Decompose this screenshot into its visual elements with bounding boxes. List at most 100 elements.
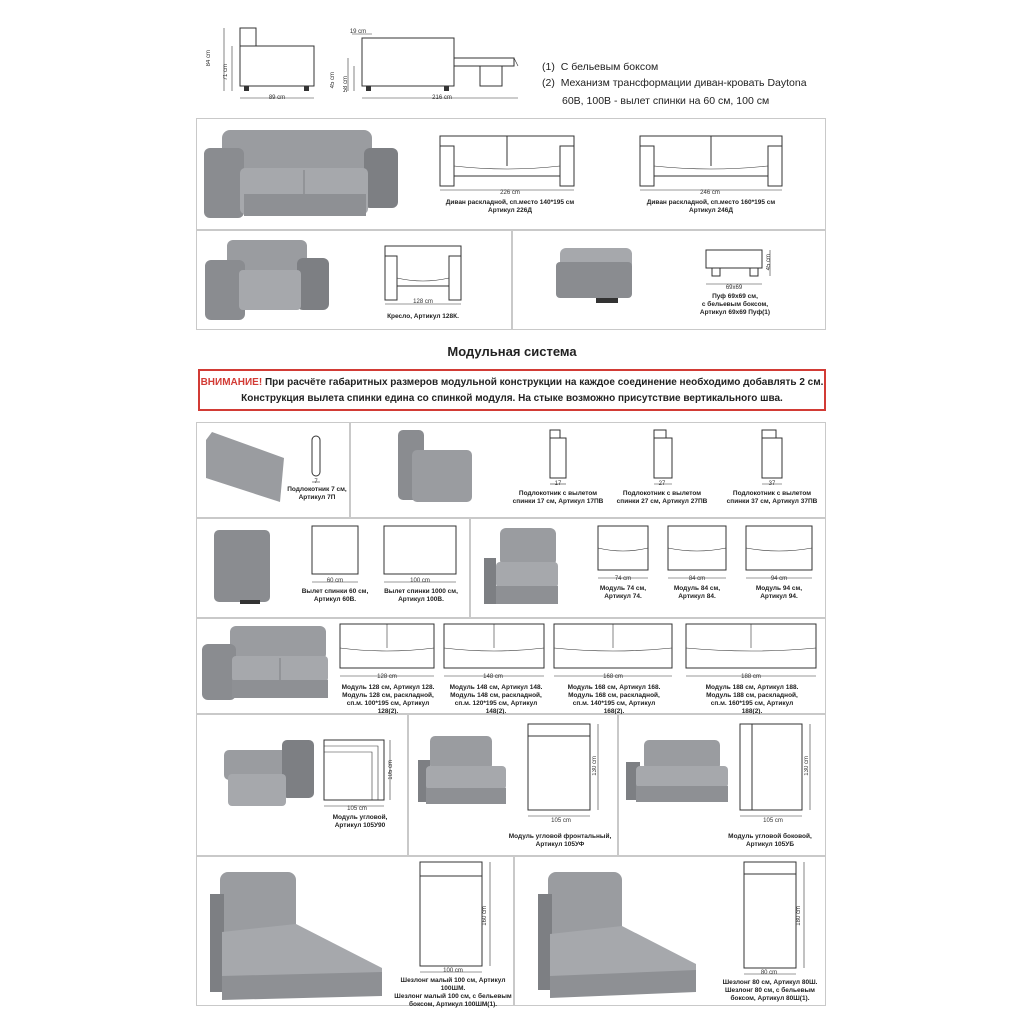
height-dim-84: 84 cm xyxy=(206,50,212,67)
dim-188: 188 cm xyxy=(741,674,761,680)
caption-front: Модуль угловой фронтальный,Артикул 105УФ xyxy=(508,833,612,848)
armchair-photo xyxy=(205,240,329,320)
caption-armchair: Кресло, Артикул 128К. xyxy=(387,313,459,320)
front-corner-drawing xyxy=(527,723,599,817)
armrest-27-drawing xyxy=(653,429,673,485)
armrest-37-drawing xyxy=(761,429,783,485)
row2-panel-a xyxy=(196,518,470,618)
module-84-drawing xyxy=(667,525,727,579)
length-dim-216: 216 cm xyxy=(432,95,452,101)
back-100-drawing xyxy=(383,525,457,583)
dim-226: 226 cm xyxy=(500,190,520,196)
dim-128: 128 cm xyxy=(377,674,397,680)
note-1: (1) С бельевым боксом xyxy=(542,59,658,75)
side-view-drawing xyxy=(223,27,315,99)
section-title: Модульная система xyxy=(447,344,577,359)
caption-side: Модуль угловой боковой,Артикул 105УБ xyxy=(728,833,812,848)
armchair-drawing xyxy=(384,245,462,305)
warning-label: ВНИМАНИЕ! xyxy=(200,377,263,388)
caption-100b: Вылет спинки 1000 см,Артикул 100В. xyxy=(384,588,458,603)
height-dim-71: 71 cm xyxy=(223,64,229,81)
dim-84: 84 cm xyxy=(688,576,706,582)
dim-148: 148 cm xyxy=(483,674,503,680)
back-60-drawing xyxy=(311,525,359,583)
dim-side-w: 105 cm xyxy=(763,818,783,824)
armrest-photo xyxy=(206,432,284,502)
dim-ch80-h: 180 cm xyxy=(796,906,802,926)
dim-168: 168 cm xyxy=(603,674,623,680)
module-94-drawing xyxy=(745,525,813,579)
module-168-drawing xyxy=(553,623,673,677)
back-photo xyxy=(214,530,270,604)
dim-corner-h: 105 cm xyxy=(388,760,394,780)
caption-84: Модуль 84 см,Артикул 84. xyxy=(673,585,721,600)
caption-pouf: Пуф 69x69 см,с бельевым боксом,Артикул 6… xyxy=(699,293,771,316)
note-text: С бельевым боксом xyxy=(560,61,659,73)
dim-side-h: 130 cm xyxy=(804,756,810,776)
warning-line-1: При расчёте габаритных размеров модульно… xyxy=(262,377,824,388)
dim-ch100-h: 160 cm xyxy=(482,906,488,926)
pouf-photo xyxy=(556,248,632,303)
sofa-drawing-226 xyxy=(439,135,575,191)
dim-74: 74 cm xyxy=(614,576,632,582)
caption-188: Модуль 188 см, Артикул 188.Модуль 188 см… xyxy=(705,684,799,715)
caption-60b: Вылет спинки 60 см,Артикул 60В. xyxy=(301,588,369,603)
chaise-100-photo xyxy=(210,872,382,1000)
sofa-panel xyxy=(196,118,826,230)
dim-246: 246 cm xyxy=(700,190,720,196)
row1-panel-b xyxy=(350,422,826,518)
dim-27: 27 xyxy=(658,481,666,487)
dim-corner-w: 105 cm xyxy=(347,806,367,812)
dim-front-h: 130 cm xyxy=(592,756,598,776)
sofa-module-photo xyxy=(202,626,328,700)
back-dim-19: 19 cm xyxy=(349,29,367,35)
row2-panel-b xyxy=(470,518,826,618)
caption-ch100: Шезлонг малый 100 см, Артикул 100ШМ.Шезл… xyxy=(394,977,512,1008)
chaise-80-photo xyxy=(538,872,696,998)
chaise-100-drawing xyxy=(419,861,491,973)
pouf-drawing xyxy=(705,249,771,285)
unfolded-view-drawing xyxy=(347,33,519,99)
dim-37: 37 xyxy=(768,481,776,487)
note-num: (1) xyxy=(542,61,555,73)
caption-74: Модуль 74 см,Артикул 74. xyxy=(599,585,647,600)
sofa-photo-226 xyxy=(204,130,398,218)
module-74-drawing xyxy=(597,525,649,579)
row1-panel-a xyxy=(196,422,350,518)
row3-panel xyxy=(196,618,826,714)
caption-168: Модуль 168 см, Артикул 168.Модуль 168 см… xyxy=(567,684,661,715)
width-dim-89: 89 cm xyxy=(268,95,286,101)
armrest-17-drawing xyxy=(549,429,567,485)
module-photo xyxy=(484,528,558,604)
dim-60: 60 cm xyxy=(326,578,344,584)
corner-drawing xyxy=(323,739,391,807)
dim-94: 94 cm xyxy=(770,576,788,582)
dim-100: 100 cm xyxy=(410,578,430,584)
row4-panel-b xyxy=(408,714,618,856)
warning-box: ВНИМАНИЕ! При расчёте габаритных размеро… xyxy=(198,369,826,411)
dim-7: 7 xyxy=(314,479,318,485)
caption-128: Модуль 128 см, Артикул 128.Модуль 128 см… xyxy=(341,684,435,715)
dim-128k: 128 cm xyxy=(413,299,433,305)
note-text: Механизм трансформации диван-кровать Day… xyxy=(560,77,807,89)
dim-pouf-w: 69x69 xyxy=(725,285,743,291)
note-num: (2) xyxy=(542,77,555,89)
armrest-pv-photo xyxy=(398,430,472,502)
chaise-80-drawing xyxy=(743,861,805,975)
height-dim-45: 45 cm xyxy=(330,72,336,89)
row4-panel-c xyxy=(618,714,826,856)
dim-front-w: 105 cm xyxy=(551,818,571,824)
sofa-drawing-246 xyxy=(639,135,783,191)
module-148-drawing xyxy=(443,623,545,677)
note-2: (2) Механизм трансформации диван-кровать… xyxy=(542,75,807,91)
caption-corner: Модуль угловой,Артикул 105У90 xyxy=(332,814,388,829)
row5-panel-b xyxy=(514,856,826,1006)
armrest-7-drawing xyxy=(311,435,321,483)
module-128-drawing xyxy=(339,623,435,677)
caption-148: Модуль 148 см, Артикул 148.Модуль 148 см… xyxy=(449,684,543,715)
note-3: 60B, 100B - вылет спинки на 60 см, 100 с… xyxy=(562,95,770,107)
